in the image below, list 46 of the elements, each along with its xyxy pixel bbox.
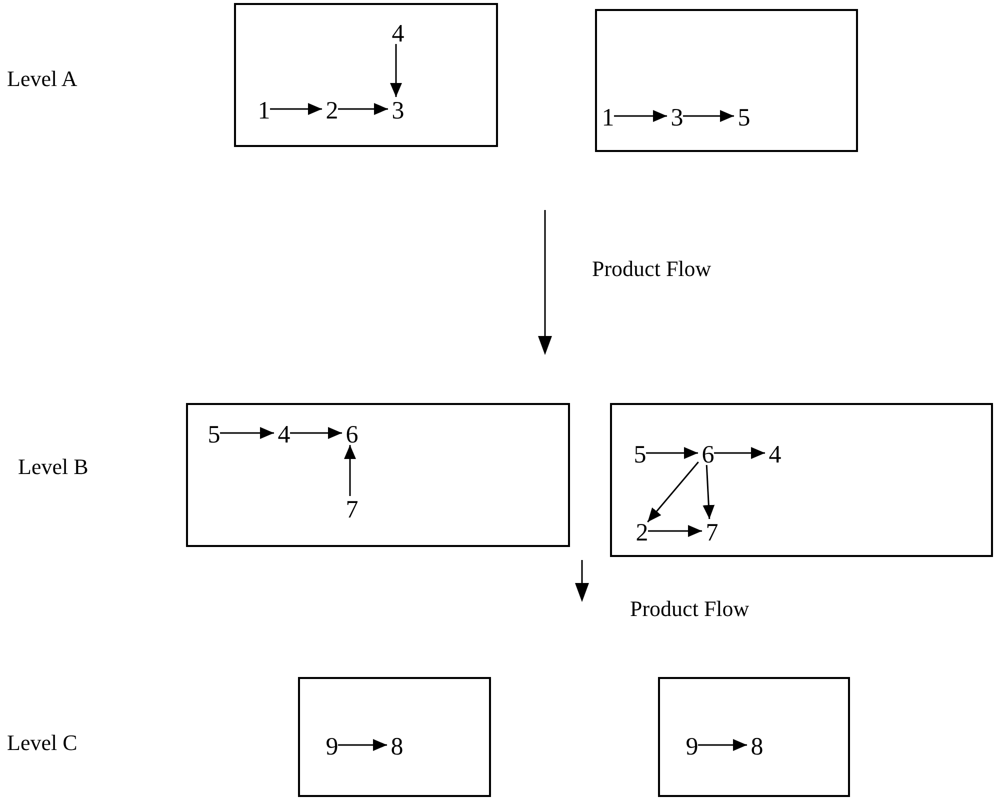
text-label: Level C (7, 732, 78, 754)
arrow (338, 739, 387, 751)
arrow (390, 44, 402, 97)
step-number: 2 (326, 98, 338, 124)
arrow (698, 739, 747, 751)
step-number: 2 (636, 520, 648, 546)
text-label: Product Flow (592, 258, 712, 280)
arrow (646, 447, 698, 459)
arrow (290, 427, 342, 439)
level-box (610, 403, 993, 557)
step-number: 4 (392, 22, 404, 46)
arrow (648, 525, 702, 537)
step-number: 1 (602, 106, 614, 130)
step-number: 3 (670, 106, 684, 130)
step-number: 5 (738, 106, 750, 130)
step-number: 5 (634, 442, 646, 468)
step-number: 1 (258, 98, 270, 124)
step-number: 7 (346, 498, 358, 522)
arrow (714, 447, 765, 459)
step-number: 9 (686, 734, 698, 760)
step-number: 6 (346, 422, 358, 448)
level-box (298, 677, 491, 797)
level-box (186, 403, 570, 547)
arrow (647, 462, 699, 522)
level-box (658, 677, 850, 797)
step-number: 8 (750, 734, 764, 760)
arrow (338, 103, 388, 115)
step-number: 5 (208, 422, 220, 448)
step-number: 6 (702, 442, 714, 468)
level-box (234, 3, 498, 147)
level-box (595, 9, 858, 152)
arrow (344, 445, 356, 496)
step-number: 4 (278, 422, 290, 448)
text-label: Level B (18, 456, 88, 478)
arrow (614, 110, 667, 122)
arrow (220, 427, 274, 439)
arrow (702, 464, 715, 520)
arrow (683, 110, 734, 122)
arrow (270, 103, 322, 115)
step-number: 4 (768, 442, 782, 468)
step-number: 7 (706, 520, 718, 546)
step-number: 3 (392, 98, 404, 124)
text-label: Level A (7, 68, 78, 90)
step-number: 9 (326, 734, 338, 760)
text-label: Product Flow (630, 598, 750, 620)
step-number: 8 (390, 734, 404, 760)
